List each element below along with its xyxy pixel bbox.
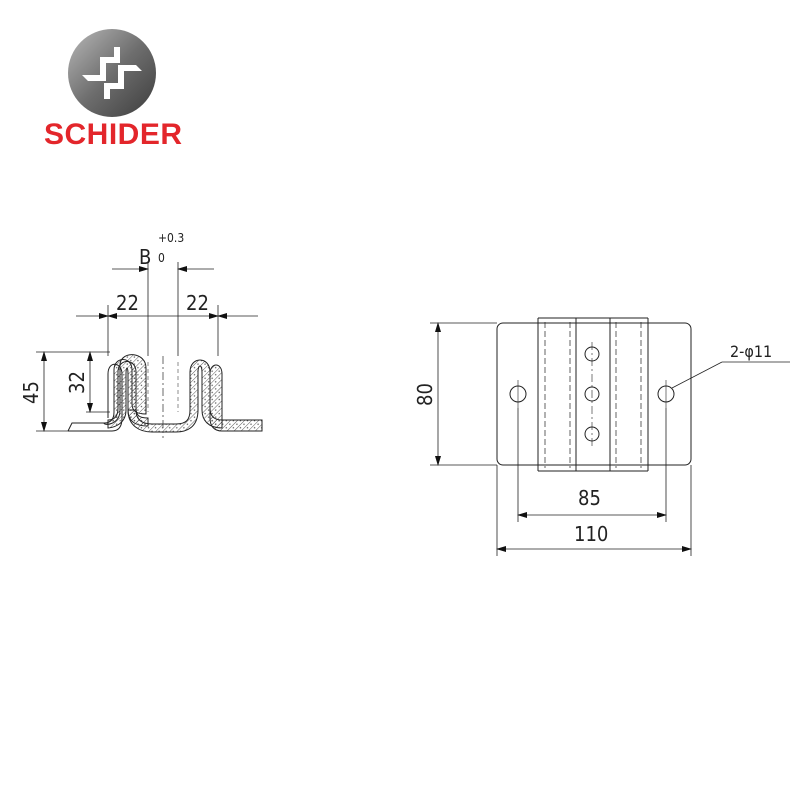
- dim-hole-spacing-label: 85: [578, 486, 601, 510]
- profile-dimensions: [36, 262, 258, 432]
- dim-B-tol-upper: +0.3: [158, 231, 184, 245]
- dim-B-tol-lower: 0: [158, 251, 165, 265]
- hole-callout-label: 2-φ11: [730, 342, 772, 361]
- plan-dimensions: [430, 322, 790, 556]
- plan-view: [496, 317, 692, 472]
- logo-mark-icon: [68, 29, 156, 117]
- bellows-right-fold: [209, 364, 263, 432]
- dim-left-width-label: 22: [116, 291, 139, 315]
- dim-plan-height-label: 80: [413, 383, 437, 406]
- dim-right-width-label: 22: [186, 291, 209, 315]
- brand-name: SCHIDER: [44, 118, 183, 151]
- dim-inner-height-label: 32: [65, 371, 89, 394]
- base-plate: [496, 322, 692, 466]
- profile-view: [67, 354, 263, 438]
- dim-total-height-label: 45: [19, 381, 43, 404]
- dim-B-label: B: [139, 245, 151, 269]
- dim-total-width-label: 110: [574, 522, 608, 546]
